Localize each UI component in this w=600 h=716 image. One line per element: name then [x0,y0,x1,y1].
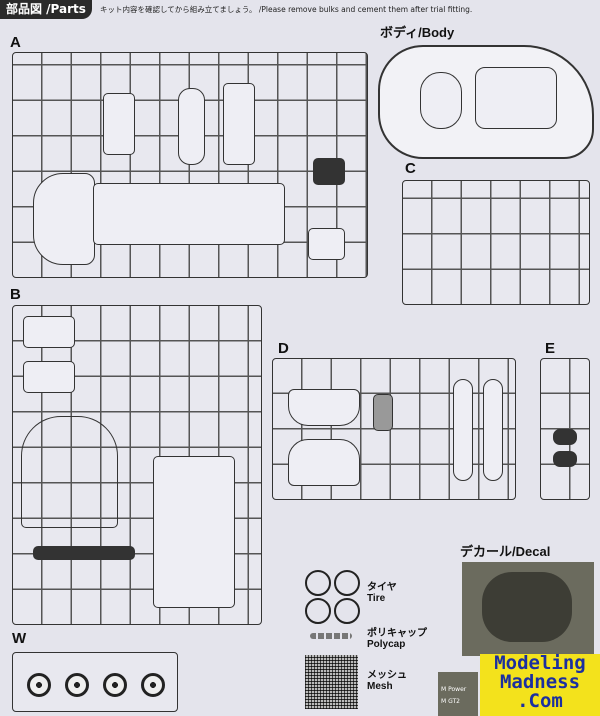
sprue-c [402,180,590,305]
parts-note: キット内容を確認してから組み立てましょう。 /Please remove bul… [100,5,473,14]
sprue-e [540,358,590,500]
sprue-d-label: D [278,340,289,357]
sprue-a [12,52,368,278]
parts-header: 部品図 /Parts [0,0,92,19]
sprue-d [272,358,516,500]
decal-text-m-gt2: M GT2 [441,698,461,705]
body-shell-illustration [378,45,594,159]
sprue-w-label: W [12,630,27,647]
polycap-illustration [310,633,352,639]
sprue-b [12,305,262,625]
sprue-e-label: E [545,340,556,357]
sprue-c-label: C [405,160,416,177]
body-title: ボディ/Body [380,25,455,40]
mesh-illustration [305,655,358,709]
sprue-b-label: B [10,286,21,303]
decal-sheet-2: M Power M GT2 [438,672,478,716]
decal-text-m-power: M Power [441,686,467,693]
decal-title: デカール/Decal [460,544,551,559]
sprue-a-label: A [10,34,21,51]
tires-illustration [305,570,361,624]
decal-sheet [462,562,594,656]
sprue-w [12,652,178,712]
